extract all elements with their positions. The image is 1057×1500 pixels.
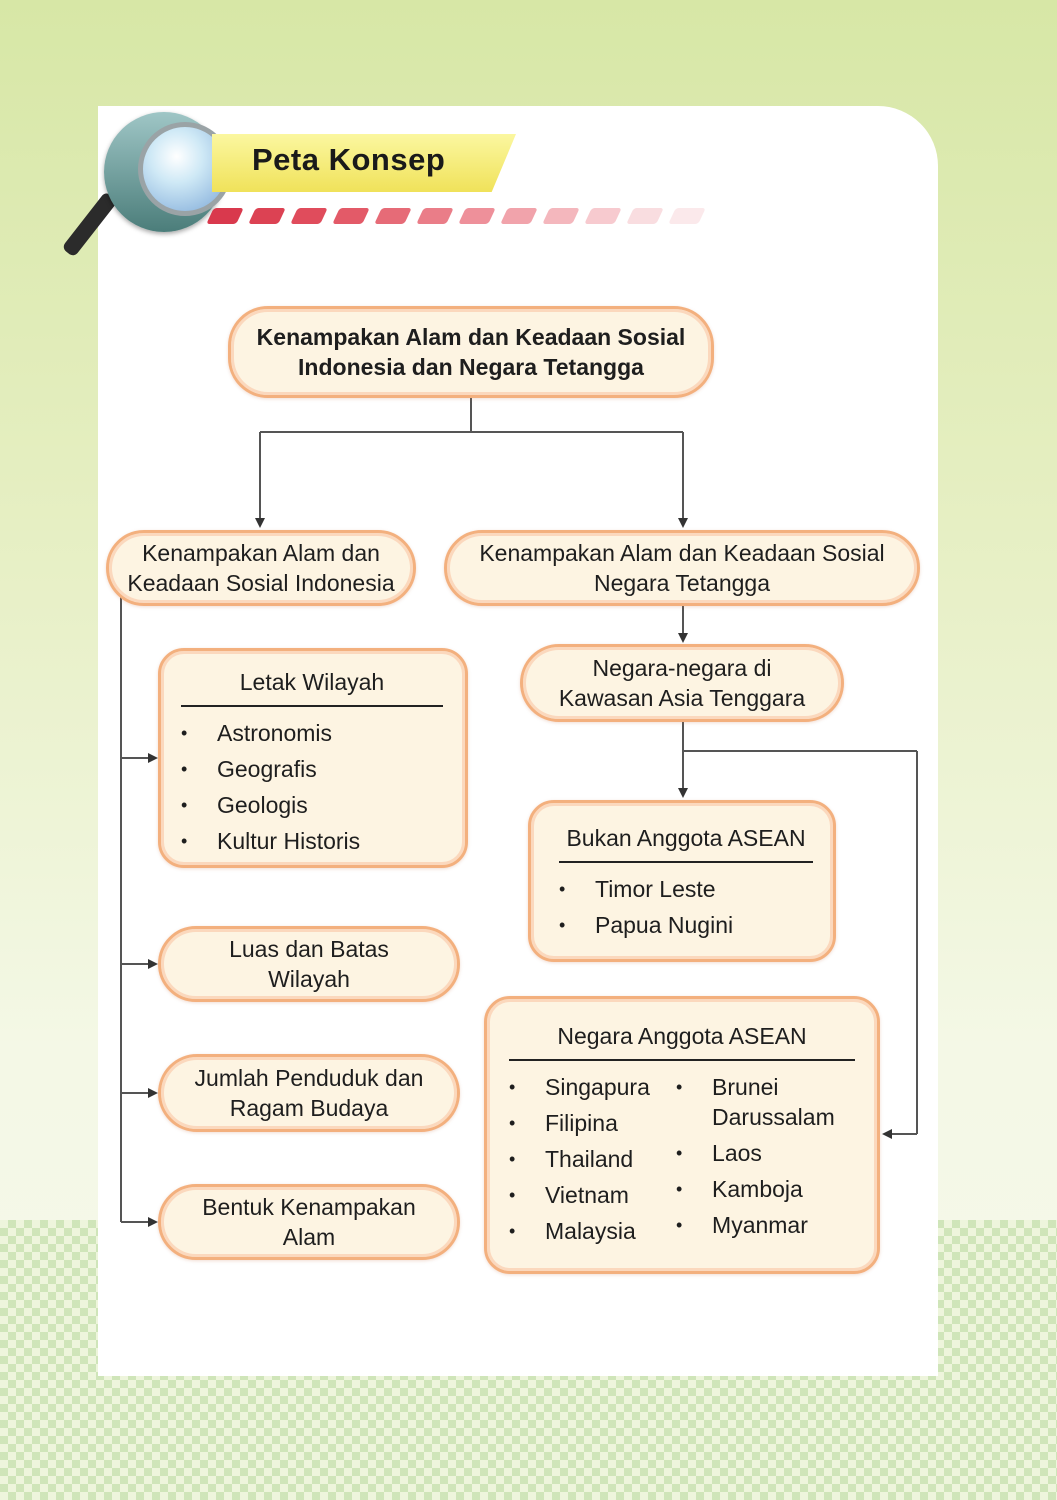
neighbors-line1: Kenampakan Alam dan Keadaan Sosial: [479, 540, 885, 566]
list-item: Brunei Darussalam: [676, 1069, 855, 1135]
penduduk-line2: Ragam Budaya: [229, 1095, 389, 1121]
asia-tenggara-line1: Negara-negara di: [592, 655, 772, 681]
list-item: Laos: [676, 1135, 855, 1171]
root-line1: Kenampakan Alam dan Keadaan Sosial: [256, 324, 686, 350]
list-item: Astronomis: [181, 715, 443, 751]
list-item: Geologis: [181, 787, 443, 823]
bukan-asean-title: Bukan Anggota ASEAN: [559, 823, 813, 863]
penduduk-node: Jumlah Penduduk dan Ragam Budaya: [158, 1054, 460, 1132]
penduduk-line1: Jumlah Penduduk dan: [194, 1065, 424, 1091]
list-item: Vietnam: [509, 1177, 676, 1213]
title-banner: [212, 134, 516, 192]
root-line2: Indonesia dan Negara Tetangga: [298, 354, 644, 380]
letak-wilayah-node: Letak Wilayah Astronomis Geografis Geolo…: [158, 648, 468, 868]
list-item: Geografis: [181, 751, 443, 787]
root-node: Kenampakan Alam dan Keadaan Sosial Indon…: [228, 306, 714, 398]
list-item: Kamboja: [676, 1171, 855, 1207]
list-item: Myanmar: [676, 1207, 855, 1243]
anggota-asean-title: Negara Anggota ASEAN: [509, 1021, 855, 1061]
bentuk-line2: Alam: [282, 1224, 336, 1250]
neighbors-node: Kenampakan Alam dan Keadaan Sosial Negar…: [444, 530, 920, 606]
list-item: Singapura: [509, 1069, 676, 1105]
list-item: Kultur Historis: [181, 823, 443, 859]
letak-wilayah-title: Letak Wilayah: [181, 667, 443, 707]
list-item: Filipina: [509, 1105, 676, 1141]
asia-tenggara-node: Negara-negara di Kawasan Asia Tenggara: [520, 644, 844, 722]
bentuk-node: Bentuk Kenampakan Alam: [158, 1184, 460, 1260]
luas-batas-node: Luas dan Batas Wilayah: [158, 926, 460, 1002]
anggota-asean-node: Negara Anggota ASEAN Singapura Filipina …: [484, 996, 880, 1274]
luas-batas-line2: Wilayah: [268, 966, 350, 992]
list-item: Malaysia: [509, 1213, 676, 1249]
bukan-asean-node: Bukan Anggota ASEAN Timor Leste Papua Nu…: [528, 800, 836, 962]
indonesia-line2: Keadaan Sosial Indonesia: [127, 570, 395, 596]
list-item: Thailand: [509, 1141, 676, 1177]
list-item: Timor Leste: [559, 871, 813, 907]
asia-tenggara-line2: Kawasan Asia Tenggara: [558, 685, 806, 711]
list-item: Papua Nugini: [559, 907, 813, 943]
indonesia-node: Kenampakan Alam dan Keadaan Sosial Indon…: [106, 530, 416, 606]
neighbors-line2: Negara Tetangga: [593, 570, 771, 596]
indonesia-line1: Kenampakan Alam dan: [142, 540, 380, 566]
page-title: Peta Konsep: [252, 142, 446, 177]
bentuk-line1: Bentuk Kenampakan: [202, 1194, 416, 1220]
luas-batas-line1: Luas dan Batas: [229, 936, 389, 962]
